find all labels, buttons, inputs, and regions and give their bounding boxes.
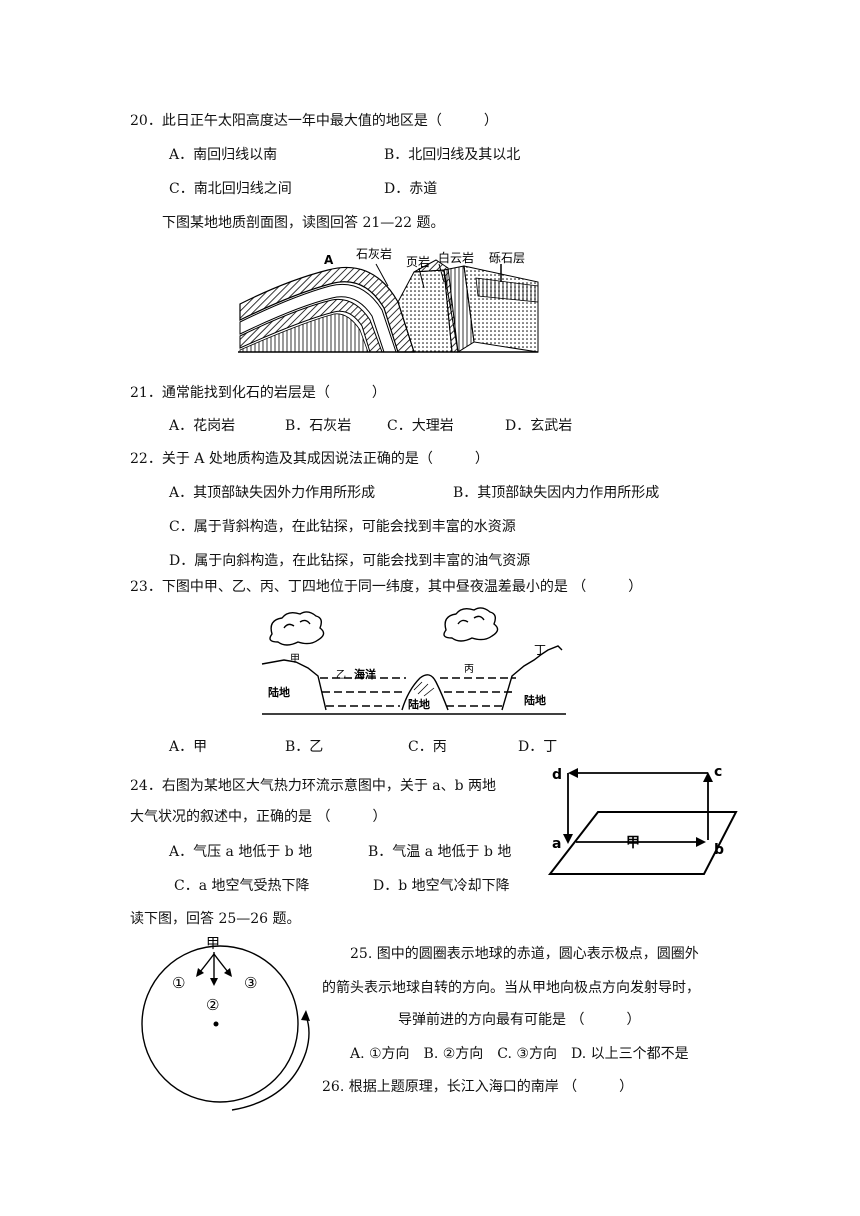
circulation-label-d: d [552, 767, 562, 783]
place-bing: 丙 [464, 664, 474, 675]
q22-option-a: A．其顶部缺失因外力作用所形成 [169, 485, 376, 501]
earth-rotation-figure: 甲 ① ② ③ [141, 936, 310, 1111]
q22-stem: 22．关于 A 处地质构造及其成因说法正确的是（ ） [130, 451, 489, 467]
q21-option-d: D．玄武岩 [505, 418, 573, 434]
q20-option-b: B．北回归线及其以北 [384, 147, 521, 163]
q24-stem-line2: 大气状况的叙述中，正确的是 （ ） [130, 809, 387, 825]
place-ding: 丁 [534, 643, 546, 657]
land-label-middle: 陆地 [408, 697, 430, 711]
q26-stem: 26. 根据上题原理，长江入海口的南岸 （ ） [322, 1079, 634, 1095]
direction-3: ③ [244, 974, 257, 992]
q22-option-d: D．属于向斜构造，在此钻探，可能会找到丰富的油气资源 [169, 553, 531, 569]
circulation-label-a: a [552, 836, 561, 852]
cloud-icon-right [443, 607, 499, 642]
q20-option-d: D．赤道 [384, 181, 438, 197]
q24-option-a: A．气压 a 地低于 b 地 [169, 844, 313, 860]
land-ocean-figure: 甲 乙 海洋 丙 丁 陆地 陆地 陆地 [261, 607, 566, 715]
q25-line2: 的箭头表示地球自转的方向。当从甲地向极点方向发射导时， [322, 980, 700, 996]
q21-stem: 21．通常能找到化石的岩层是（ ） [130, 385, 386, 401]
q24-option-d: D．b 地空气冷却下降 [373, 878, 510, 894]
q23-stem: 23．下图中甲、乙、丙、丁四地位于同一纬度，其中昼夜温差最小的是 （ ） [130, 579, 643, 595]
geo-label-a: A [324, 253, 334, 267]
land-label-right: 陆地 [524, 693, 546, 707]
q21-option-a: A．花岗岩 [169, 418, 236, 434]
ocean-label: 海洋 [354, 667, 376, 681]
q23-option-a: A．甲 [169, 739, 208, 755]
q23-option-d: D．丁 [518, 739, 558, 755]
q21-option-b: B．石灰岩 [285, 418, 352, 434]
intro-21-22: 下图某地地质剖面图，读图回答 21—22 题。 [162, 215, 445, 231]
q25-line1: 25. 图中的圆圈表示地球的赤道，圆心表示极点，圆圈外 [350, 946, 699, 962]
geo-label-dolomite: 白云岩 [438, 250, 474, 265]
q24-option-b: B．气温 a 地低于 b 地 [368, 844, 512, 860]
q23-option-c: C．丙 [408, 739, 447, 755]
circulation-label-c: c [714, 764, 722, 780]
geo-label-limestone: 石灰岩 [356, 246, 392, 261]
q22-option-b: B．其顶部缺失因内力作用所形成 [453, 485, 660, 501]
circulation-label-b: b [714, 842, 724, 858]
cloud-icon-left [269, 611, 325, 646]
q20-option-c: C．南北回归线之间 [169, 181, 292, 197]
place-yi: 乙 [336, 669, 346, 681]
earth-label-jia: 甲 [206, 936, 220, 952]
direction-1: ① [172, 974, 185, 992]
q25-line3: 导弹前进的方向最有可能是 （ ） [398, 1012, 641, 1028]
pole-dot [213, 1021, 219, 1027]
q23-option-b: B．乙 [285, 739, 324, 755]
geo-label-gravel: 砾石层 [489, 251, 525, 265]
q24-stem-line1: 24．右图为某地区大气热力环流示意图中，关于 a、b 两地 [130, 778, 497, 794]
intro-25-26: 读下图，回答 25—26 题。 [130, 911, 301, 927]
q22-option-c: C．属于背斜构造，在此钻探，可能会找到丰富的水资源 [169, 519, 516, 535]
q24-option-c: C．a 地空气受热下降 [174, 878, 310, 894]
direction-2: ② [206, 996, 219, 1014]
circulation-label-jia: 甲 [626, 835, 640, 851]
thermal-circulation-figure: d c a b 甲 [547, 764, 738, 875]
place-jia: 甲 [290, 654, 300, 665]
q21-option-c: C．大理岩 [387, 418, 454, 434]
geo-label-shale: 页岩 [406, 254, 430, 269]
q20-stem: 20．此日正午太阳高度达一年中最大值的地区是（ ） [130, 113, 498, 129]
land-label-left: 陆地 [268, 685, 290, 699]
q25-options: A. ①方向 B. ②方向 C. ③方向 D. 以上三个都不是 [350, 1046, 689, 1062]
geologic-profile-figure: A 石灰岩 页岩 白云岩 砾石层 [238, 246, 539, 353]
q20-option-a: A．南回归线以南 [169, 147, 278, 163]
